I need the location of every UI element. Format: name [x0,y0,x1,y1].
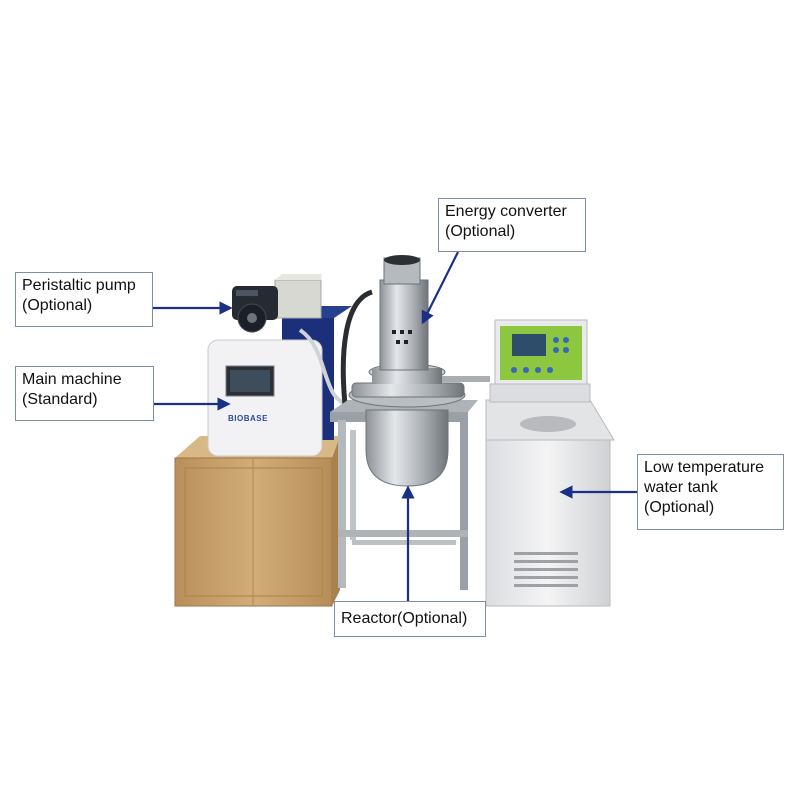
main-machine-label: Main machine [22,371,122,388]
water-tank-label-line2: water tank [644,479,718,496]
main-machine-callout: Main machine (Standard) [15,366,154,421]
energy-converter-status: (Optional) [445,223,516,240]
main-machine-status: (Standard) [22,391,98,408]
peristaltic-pump-unit [232,274,322,333]
peristaltic-pump-label: Peristaltic pump [22,277,136,294]
peristaltic-pump-status: (Optional) [22,297,93,314]
reactor-callout: Reactor(Optional) [334,601,486,637]
main-machine-unit [207,306,352,457]
energy-converter-unit [379,255,429,371]
converter-cable [340,289,373,406]
reactor-vessel [348,363,490,487]
water-tank-callout: Low temperature water tank (Optional) [637,454,784,530]
peristaltic-pump-callout: Peristaltic pump (Optional) [15,272,153,327]
reactor-label: Reactor(Optional) [341,610,468,627]
callout-arrows [153,251,637,601]
water-tank-unit [485,319,615,607]
water-tank-label-line1: Low temperature [644,459,765,476]
device-brand-logo: BIOBASE [228,414,268,423]
cardboard-box [174,436,340,607]
water-tank-status: (Optional) [644,499,715,516]
energy-converter-callout: Energy converter (Optional) [438,198,586,252]
energy-converter-label: Energy converter [445,203,567,220]
arrow-energy-converter [421,251,459,325]
